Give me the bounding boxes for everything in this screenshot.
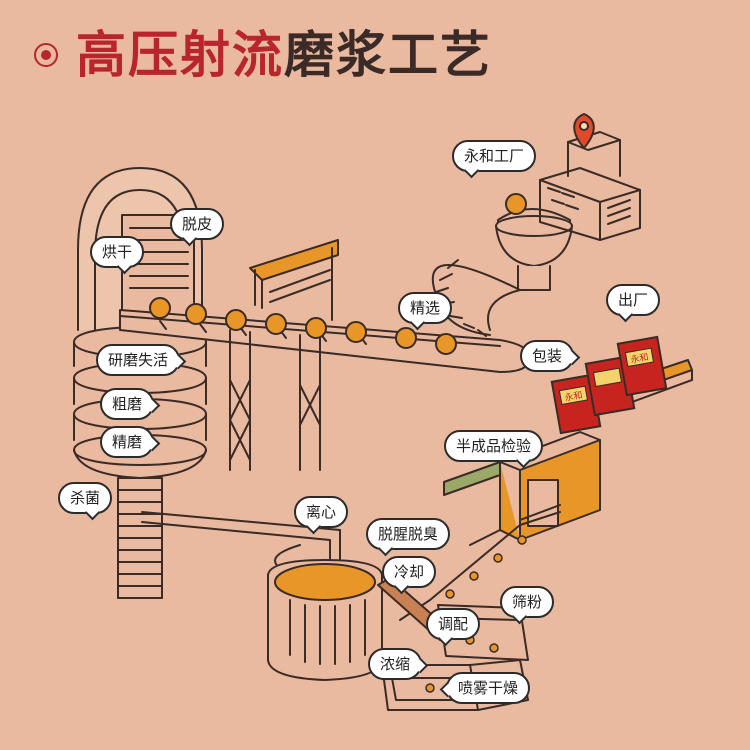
package-brand-text: 永和 <box>630 351 650 366</box>
soybean <box>305 317 327 339</box>
label-sieving: 筛粉 <box>500 586 555 618</box>
label-grinding-activation: 研磨失活 <box>96 344 181 376</box>
soybean <box>395 327 417 349</box>
soybean <box>435 333 457 355</box>
soybean <box>149 297 171 319</box>
page-title: 高压射流磨浆工艺 <box>76 30 492 80</box>
label-centrifuge: 离心 <box>294 496 349 528</box>
soybean <box>225 309 247 331</box>
label-selection: 精选 <box>398 292 453 324</box>
label-factory: 永和工厂 <box>452 140 537 172</box>
inspection-tunnel <box>443 431 601 546</box>
label-drying: 烘干 <box>90 236 145 268</box>
label-cooling: 冷却 <box>382 556 437 588</box>
product-packages: 永和 永和 <box>550 335 668 435</box>
soybean <box>345 321 367 343</box>
soybean <box>505 193 527 215</box>
package-brand-text: 永和 <box>564 389 584 404</box>
centrifuge <box>267 559 383 681</box>
title-bullet-icon <box>34 43 58 67</box>
label-packaging: 包装 <box>520 340 575 372</box>
title-bar: 高压射流磨浆工艺 <box>34 30 492 80</box>
label-concentration: 浓缩 <box>368 648 423 680</box>
title-highlight: 高压射流 <box>76 26 284 84</box>
label-spray-drying: 喷雾干燥 <box>446 672 531 704</box>
label-blending: 调配 <box>426 608 481 640</box>
soybean <box>185 303 207 325</box>
label-sterilization: 杀菌 <box>58 482 113 514</box>
title-rest: 磨浆工艺 <box>284 26 492 84</box>
location-pin-icon <box>573 113 595 149</box>
label-shipping: 出厂 <box>606 284 661 316</box>
label-deodorize: 脱腥脱臭 <box>366 518 451 550</box>
hopper <box>431 208 573 337</box>
label-peeling: 脱皮 <box>170 208 225 240</box>
soybean <box>265 313 287 335</box>
label-semi-inspection: 半成品检验 <box>444 430 544 462</box>
label-coarse-grinding: 粗磨 <box>100 388 155 420</box>
soybeans <box>149 193 527 355</box>
label-fine-grinding: 精磨 <box>100 426 155 458</box>
